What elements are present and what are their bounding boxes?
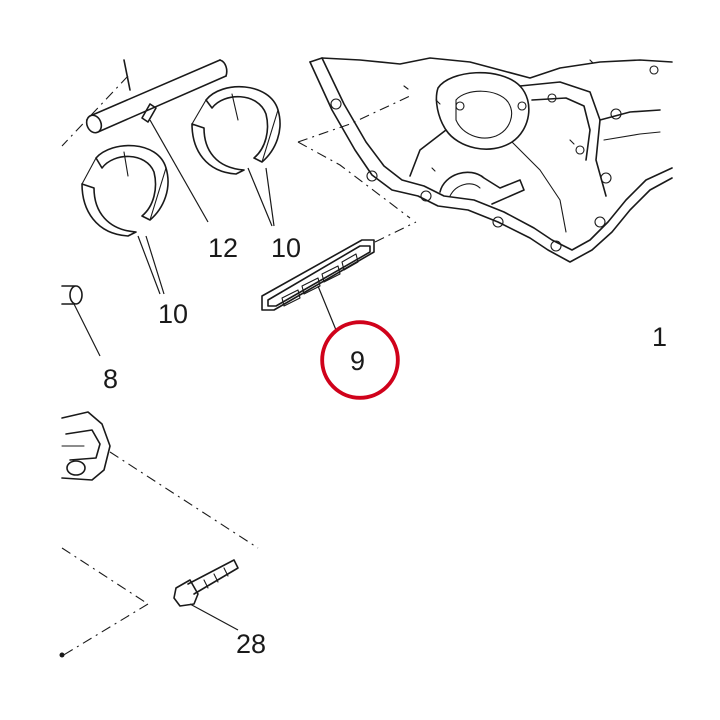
bearing-shell-upper-right	[191, 85, 281, 175]
highlight-circle-inner-stroke	[322, 322, 398, 398]
edge-mark	[59, 652, 65, 658]
callout-label-8: 8	[103, 364, 118, 394]
callout-label-12: 12	[208, 233, 238, 263]
highlight-circle	[320, 320, 400, 400]
gasket	[261, 239, 375, 331]
bearing-shell-upper-left	[81, 144, 169, 237]
callout-label-10-lower: 10	[158, 299, 188, 329]
alignment-lines	[61, 75, 417, 657]
shaft	[85, 59, 228, 134]
dowel-pin	[141, 103, 209, 223]
callout-label-10-upper: 10	[271, 233, 301, 263]
bracket-partial	[61, 411, 111, 481]
callout-label-1-partial: 1	[652, 322, 667, 352]
bolt	[173, 559, 239, 631]
callout-label-9: 9	[350, 346, 365, 376]
crankcase-housing	[309, 57, 673, 263]
plug	[61, 285, 101, 357]
callout-label-28: 28	[236, 629, 266, 659]
